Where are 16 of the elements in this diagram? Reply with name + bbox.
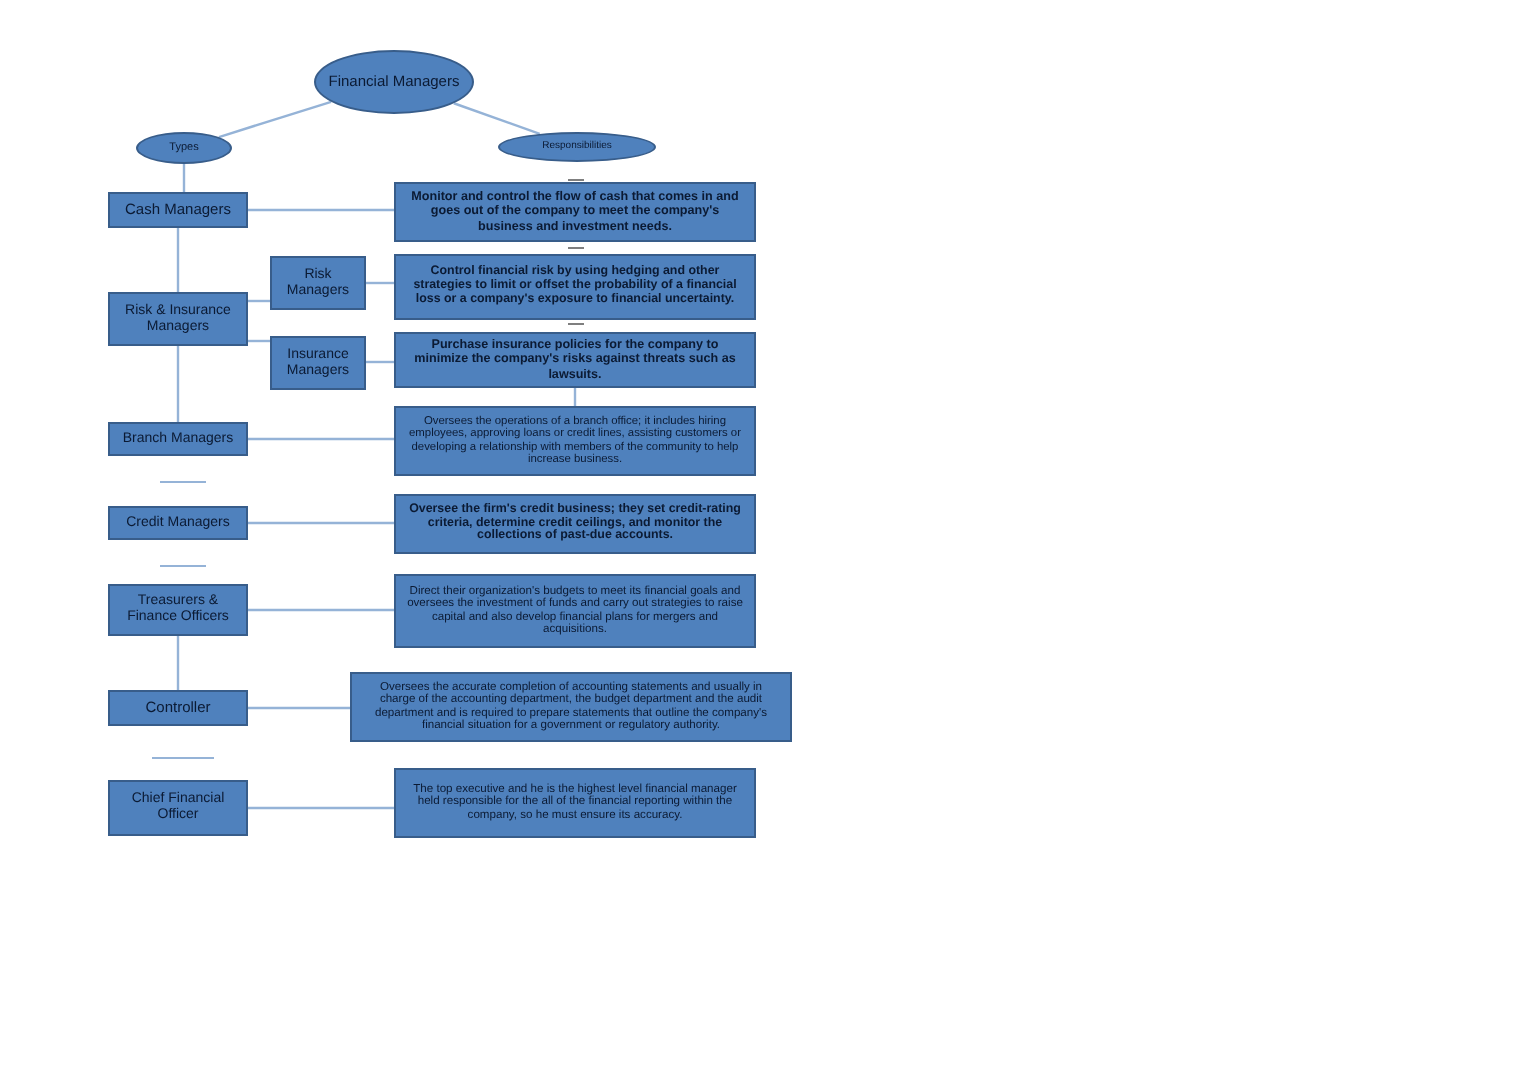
connector-line [248, 437, 394, 441]
connector-line [182, 164, 186, 192]
connector-line [248, 706, 350, 710]
connector-line [366, 360, 394, 364]
connector-line [248, 608, 394, 612]
connector-line [248, 521, 394, 525]
connector-line [453, 102, 541, 135]
connector-line [248, 806, 394, 810]
connector-line [248, 299, 270, 303]
connector-line [366, 281, 394, 285]
connector-line [248, 339, 270, 343]
connector-line [176, 636, 180, 690]
connector-line [218, 100, 332, 139]
connector-line [248, 208, 394, 212]
connector-line [176, 228, 180, 292]
connector-line [176, 346, 180, 422]
